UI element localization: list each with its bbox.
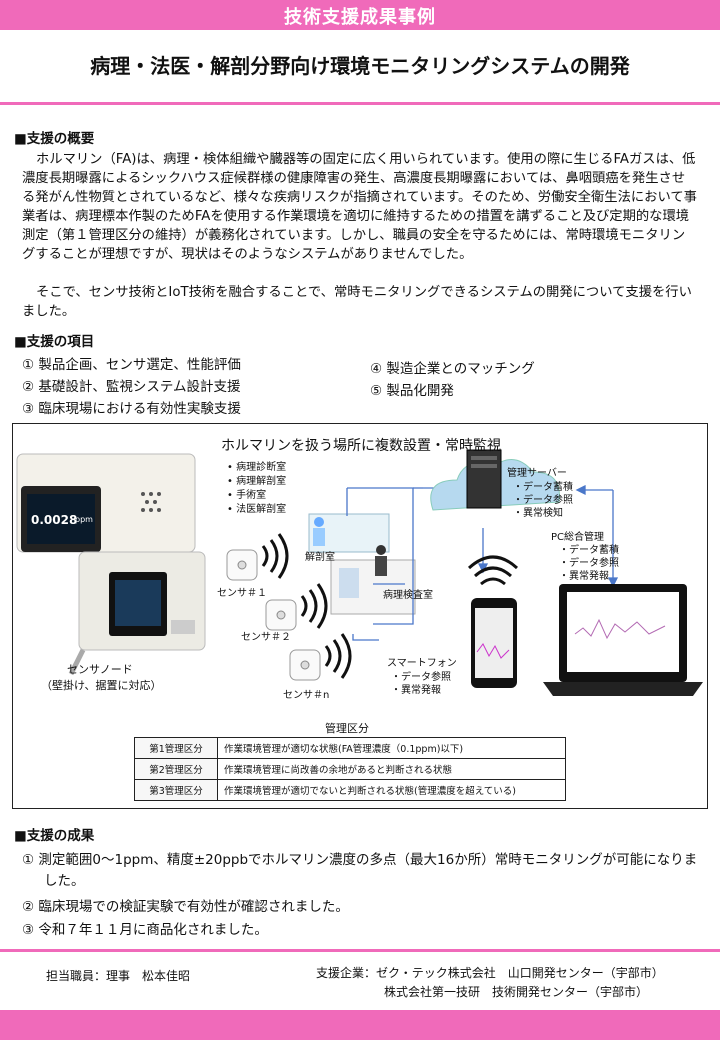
- phone-wireless-icon: [467, 555, 519, 586]
- overview-paragraph-2: そこで、センサ技術とIoT技術を融合することで、常時モニタリングできるシステムの…: [22, 285, 692, 319]
- management-class-table: 第1管理区分 作業環境管理が適切な状態(FA管理濃度（0.1ppm)以下) 第2…: [134, 737, 566, 801]
- device-display-unit: ppm: [75, 515, 93, 524]
- staff-label: 担当職員：理事 松本佳昭: [46, 969, 191, 983]
- wall-sensor-2: [265, 599, 297, 631]
- table-row: 第2管理区分 作業環境管理に尚改善の余地があると判断される状態: [134, 758, 566, 780]
- table-cell-class: 第3管理区分: [134, 779, 218, 801]
- result-item-1: ① 測定範囲0〜1ppm、精度±20ppbでホルマリン濃度の多点（最大16か所）…: [22, 852, 698, 889]
- overview-paragraph-1: ホルマリン（FA)は、病理・検体組織や臓器等の固定に広く用いられています。使用の…: [22, 152, 697, 262]
- place-item-1: • 病理診断室: [227, 462, 287, 473]
- server-item-3: ・異常検知: [513, 508, 563, 519]
- server-item-2: ・データ参照: [513, 495, 573, 506]
- table-cell-description: 作業環境管理に尚改善の余地があると判断される状態: [217, 758, 566, 780]
- bottom-banner: [0, 1010, 720, 1040]
- results-heading: ■支援の成果: [14, 828, 95, 844]
- support-item-1: ① 製品企画、センサ選定、性能評価: [22, 357, 241, 373]
- system-diagram: ホルマリンを扱う場所に複数設置・常時監視 • 病理診断室 • 病理解剖室 • 手…: [12, 423, 708, 809]
- table-cell-class: 第1管理区分: [134, 737, 218, 759]
- place-item-2: • 病理解剖室: [227, 476, 287, 487]
- sensor-label-1: センサ＃１: [217, 588, 267, 599]
- server-title: 管理サーバー: [507, 468, 567, 479]
- pc-item-3: ・異常発報: [559, 571, 609, 582]
- phone-title: スマートフォン: [387, 658, 457, 669]
- overview-heading: ■支援の概要: [14, 131, 95, 147]
- place-label-3: 手術室: [236, 490, 267, 501]
- wall-sensor-n: [289, 649, 321, 681]
- result-item-2: ② 臨床現場での検証実験で有効性が確認されました。: [22, 899, 349, 915]
- support-item-3: ③ 臨床現場における有効性実験支援: [22, 401, 241, 417]
- top-banner: [0, 0, 720, 30]
- support-company-1: 支援企業：ゼク・テック株式会社 山口開発センター（宇部市）: [316, 966, 664, 980]
- banner-title: 技術支援成果事例: [284, 7, 436, 28]
- wireless-waves: [261, 533, 352, 679]
- support-item-2: ② 基礎設計、監視システム設計支援: [22, 379, 241, 395]
- cloud-server-icon: [430, 449, 560, 511]
- sensor-node-sublabel: （壁掛け、据置に対応）: [41, 679, 162, 692]
- room-label-pathology: 病理検査室: [383, 590, 433, 601]
- server-item-1: ・データ蓄積: [513, 482, 573, 493]
- pc-title: PC総合管理: [551, 532, 605, 543]
- place-label-1: 病理診断室: [236, 462, 287, 473]
- diagram-graphics: [16, 449, 703, 696]
- device-display-value: 0.0028: [31, 513, 78, 527]
- sensor-node-label: センサノード: [67, 663, 133, 676]
- pc-item-1: ・データ蓄積: [559, 545, 619, 556]
- sensor-label-n: センサ＃n: [283, 690, 330, 701]
- support-item-5: ⑤ 製品化開発: [370, 383, 454, 399]
- laptop-icon: [543, 584, 703, 696]
- table-row: 第1管理区分 作業環境管理が適切な状態(FA管理濃度（0.1ppm)以下): [134, 737, 566, 759]
- table-row: 第3管理区分 作業環境管理が適切でないと判断される状態(管理濃度を超えている): [134, 779, 566, 801]
- place-label-2: 病理解剖室: [236, 476, 287, 487]
- page-title: 病理・法医・解剖分野向け環境モニタリングシステムの開発: [90, 54, 630, 78]
- support-item-4: ④ 製造企業とのマッチング: [370, 361, 535, 377]
- sensor-label-2: センサ＃２: [241, 632, 291, 643]
- diagram-heading: ホルマリンを扱う場所に複数設置・常時監視: [221, 438, 501, 454]
- room-illustration: [308, 513, 416, 615]
- place-item-3: • 手術室: [227, 490, 267, 501]
- table-cell-description: 作業環境管理が適切な状態(FA管理濃度（0.1ppm)以下): [217, 737, 566, 759]
- place-label-4: 法医解剖室: [236, 504, 287, 515]
- support-company-2: 株式会社第一技研 技術開発センター（宇部市）: [384, 985, 649, 999]
- sensor-node-image: [16, 453, 206, 676]
- wall-sensor-1: [226, 549, 258, 581]
- table-cell-description: 作業環境管理が適切でないと判断される状態(管理濃度を超えている): [217, 779, 566, 801]
- room-label-autopsy: 解剖室: [305, 552, 335, 563]
- title-divider: [0, 102, 720, 105]
- items-heading: ■支援の項目: [14, 334, 95, 350]
- place-item-4: • 法医解剖室: [227, 504, 287, 515]
- phone-item-2: ・異常発報: [391, 685, 441, 696]
- phone-item-1: ・データ参照: [391, 672, 451, 683]
- smartphone-icon: [471, 598, 517, 688]
- pc-item-2: ・データ参照: [559, 558, 619, 569]
- table-title: 管理区分: [325, 722, 369, 735]
- result-item-3: ③ 令和７年１１月に商品化されました。: [22, 922, 268, 938]
- footer-divider: [0, 949, 720, 952]
- table-cell-class: 第2管理区分: [134, 758, 218, 780]
